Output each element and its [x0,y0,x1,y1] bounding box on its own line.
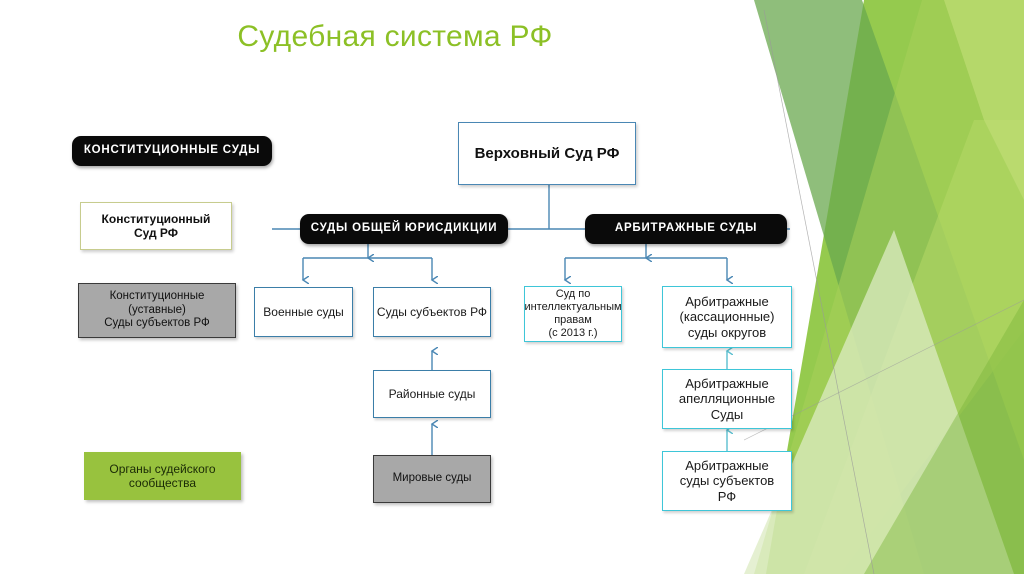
node-supreme-court-rf[interactable]: Верховный Суд РФ [458,122,636,185]
node-subject-courts[interactable]: Суды субъектов РФ [373,287,491,337]
node-courts-general-jurisdiction[interactable]: СУДЫ ОБЩЕЙ ЮРИСДИКЦИИ [300,214,508,244]
node-label: Органы судейского сообщества [109,461,216,490]
node-military-courts[interactable]: Военные суды [254,287,353,337]
node-label: Мировые суды [392,472,472,485]
node-label: КОНСТИТУЦИОННЫЕ СУДЫ [83,144,261,157]
node-constitutional-subject-courts[interactable]: Конституционные (уставные) Суды субъекто… [78,283,236,338]
page-title: Судебная система РФ [237,20,553,53]
node-label: Районные суды [388,386,476,401]
node-arbitration-appeal-courts[interactable]: Арбитражные апелляционные Суды [662,369,792,429]
node-label: АРБИТРАЖНЫЕ СУДЫ [614,222,758,235]
node-label: Суд по интеллектуальным правам (с 2013 г… [524,288,622,339]
node-judicial-community-bodies[interactable]: Органы судейского сообщества [84,452,241,500]
node-arbitration-cassation-courts[interactable]: Арбитражные (кассационные) суды округов [662,286,792,348]
node-constitutional-courts-header[interactable]: КОНСТИТУЦИОННЫЕ СУДЫ [72,136,272,166]
node-label: Арбитражные (кассационные) суды округов [679,294,775,340]
node-arbitration-subject-courts[interactable]: Арбитражные суды субъектов РФ [662,451,792,511]
node-label: Суды субъектов РФ [376,304,488,319]
node-label: Верховный Суд РФ [474,144,620,162]
node-constitutional-court-rf[interactable]: Конституционный Суд РФ [80,202,232,250]
node-label: Конституционные (уставные) Суды субъекто… [104,290,210,330]
node-district-courts[interactable]: Районные суды [373,370,491,418]
node-label: Арбитражные апелляционные Суды [678,376,776,422]
node-magistrate-courts[interactable]: Мировые суды [373,455,491,503]
node-intellectual-property-court[interactable]: Суд по интеллектуальным правам (с 2013 г… [524,286,622,342]
node-arbitration-courts-header[interactable]: АРБИТРАЖНЫЕ СУДЫ [585,214,787,244]
node-label: Конституционный Суд РФ [101,211,211,240]
node-label: СУДЫ ОБЩЕЙ ЮРИСДИКЦИИ [310,222,498,235]
node-label: Арбитражные суды субъектов РФ [679,458,775,504]
node-label: Военные суды [263,304,344,319]
